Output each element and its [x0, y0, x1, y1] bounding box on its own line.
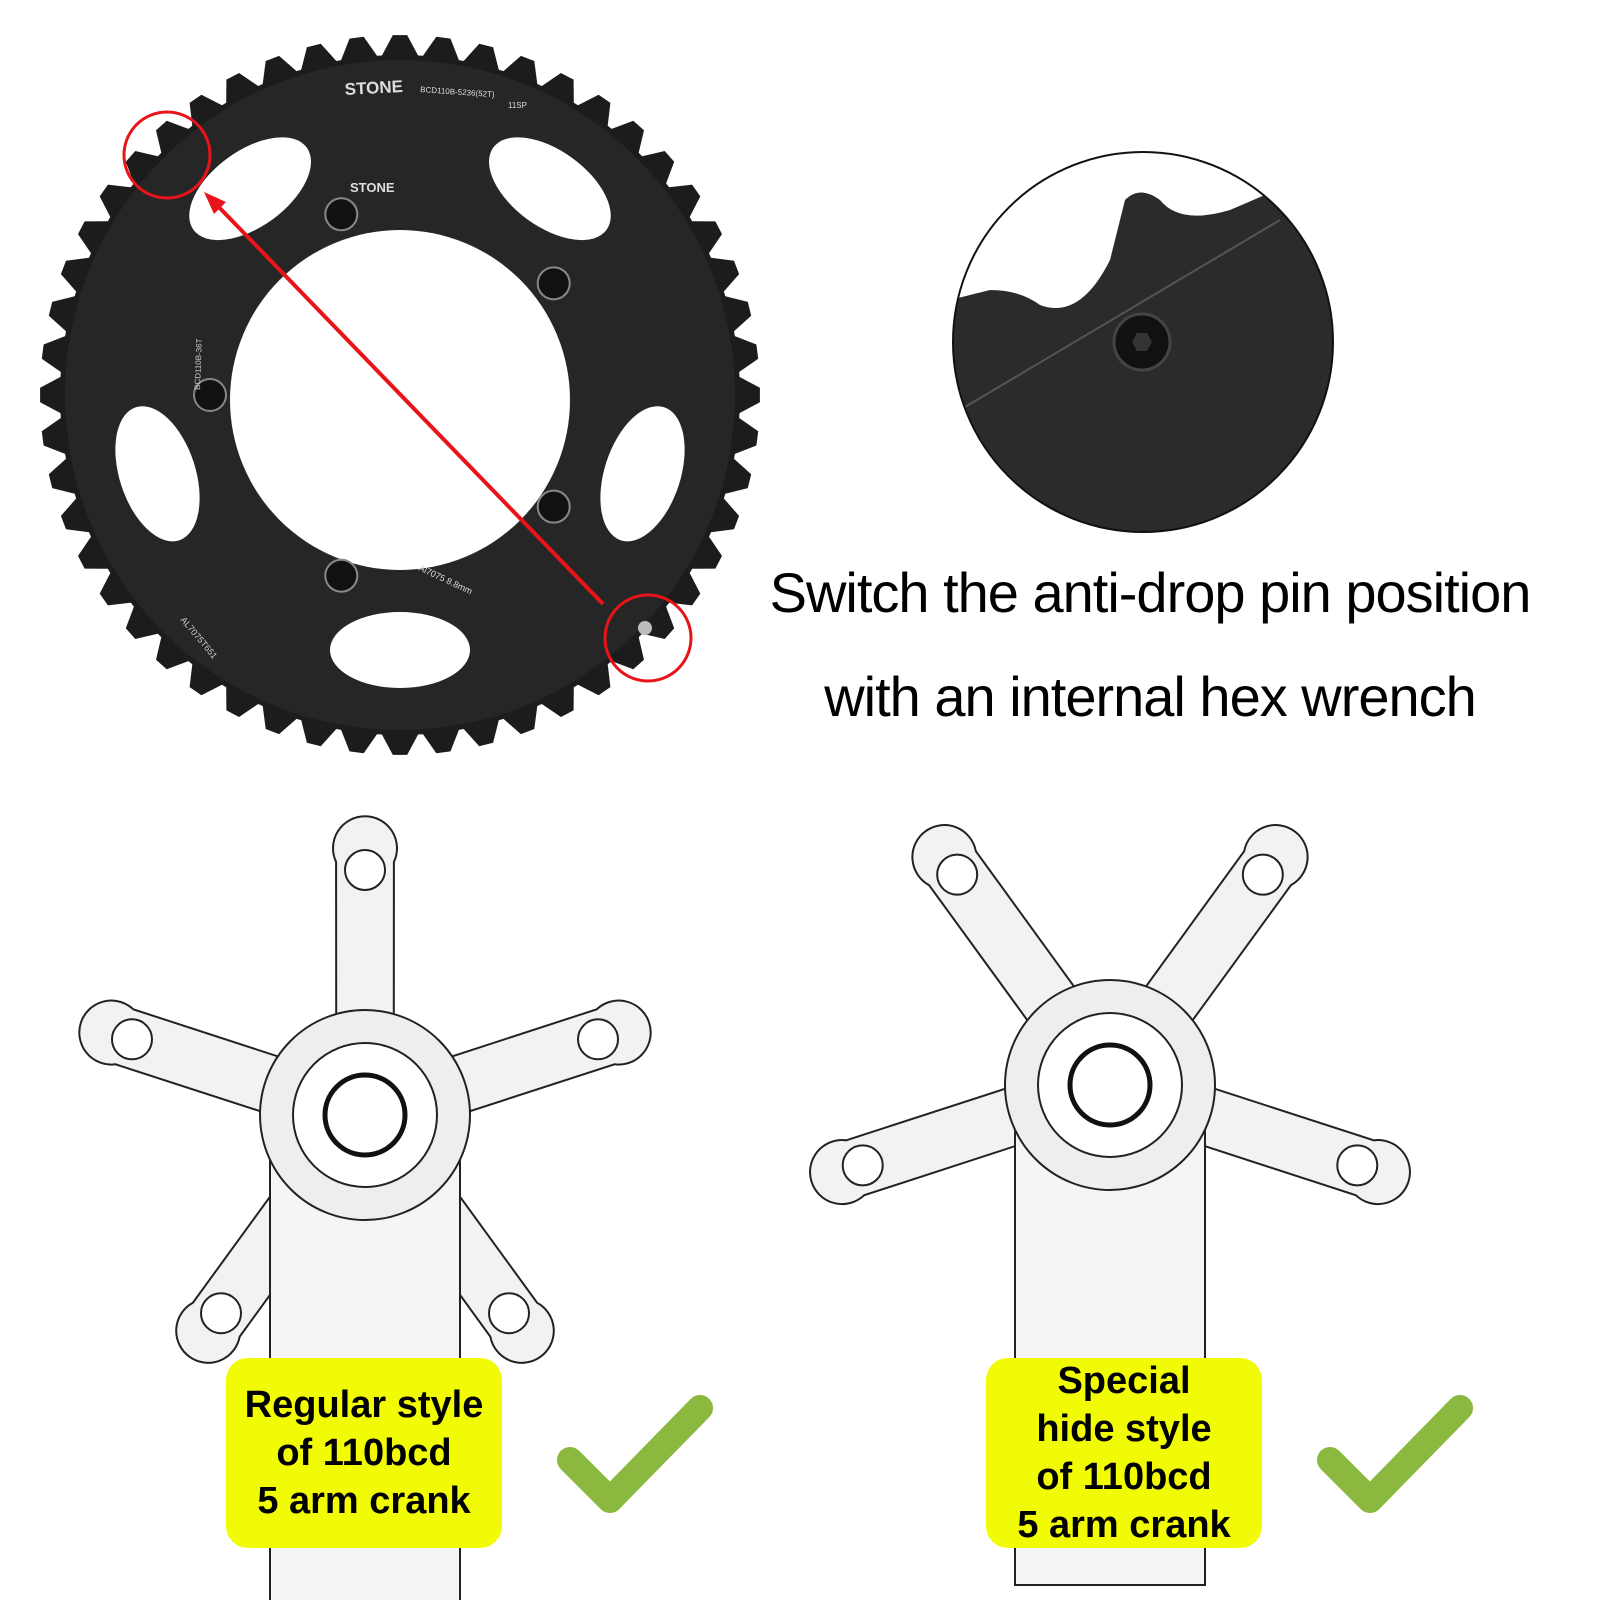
crank-bolt-hole [344, 849, 386, 891]
inner-spec-text: BCD110B-36T [193, 338, 204, 390]
label-line: 5 arm crank [1017, 1504, 1231, 1546]
brand-text: STONE [344, 77, 403, 99]
crank-bolt-hole [199, 1292, 242, 1335]
crank-bolt-hole [577, 1018, 620, 1061]
label-line: Regular style [244, 1384, 484, 1426]
zoom-detail [952, 151, 1334, 533]
crank-bolt-hole [841, 1144, 884, 1187]
chainring-bolt [324, 197, 359, 232]
crank-bolt-hole [110, 1018, 153, 1061]
chainring-bolt [193, 378, 227, 412]
chainring-center-hole [230, 230, 570, 570]
caption-line-1: Switch the anti-drop pin position [769, 561, 1532, 624]
chainring-bolt [536, 266, 571, 301]
chainring-window [600, 406, 685, 542]
chainring-photo: STONE BCD110B-5236(52T) 11SP STONE BCD11… [40, 35, 760, 755]
label-line: of 110bcd [1036, 1456, 1212, 1498]
caption-line-2: with an internal hex wrench [824, 665, 1477, 728]
crank-bolt-hole [1241, 853, 1284, 896]
chainring-window [330, 612, 470, 688]
hide-crank-label: Special hide style of 110bcd 5 arm crank [986, 1358, 1262, 1548]
check-icon [557, 1395, 713, 1513]
chainring-window [489, 137, 611, 241]
label-line: hide style [1036, 1408, 1212, 1450]
crank-bolt-hole [488, 1292, 531, 1335]
label-line: 5 arm crank [257, 1480, 471, 1522]
regular-crank-label: Regular style of 110bcd 5 arm crank [226, 1358, 502, 1548]
label-line: of 110bcd [276, 1432, 452, 1474]
hide-crank-drawing [809, 824, 1411, 1586]
chainring-bolt [536, 489, 571, 524]
label-line: Special [1057, 1360, 1191, 1402]
check-icon [1317, 1395, 1473, 1513]
pin-move-arrow [210, 198, 605, 606]
crank-bolt-hole [1336, 1144, 1379, 1187]
chainring-window [115, 406, 200, 542]
pin-marker-end [603, 593, 693, 683]
speed-text: 11SP [508, 101, 527, 110]
crank-bolt-hole [936, 853, 979, 896]
spindle-hole [1067, 1042, 1153, 1128]
chainring-bolts [193, 197, 571, 593]
chainring-cutouts [115, 137, 685, 688]
spindle-hole [322, 1072, 408, 1158]
arrow-head [204, 192, 226, 214]
chainring-bolt [324, 558, 359, 593]
pin-marker-start [122, 110, 212, 200]
chainring-window [189, 137, 311, 241]
anti-drop-pin [638, 621, 652, 635]
inner-brand-text: STONE [350, 180, 395, 195]
